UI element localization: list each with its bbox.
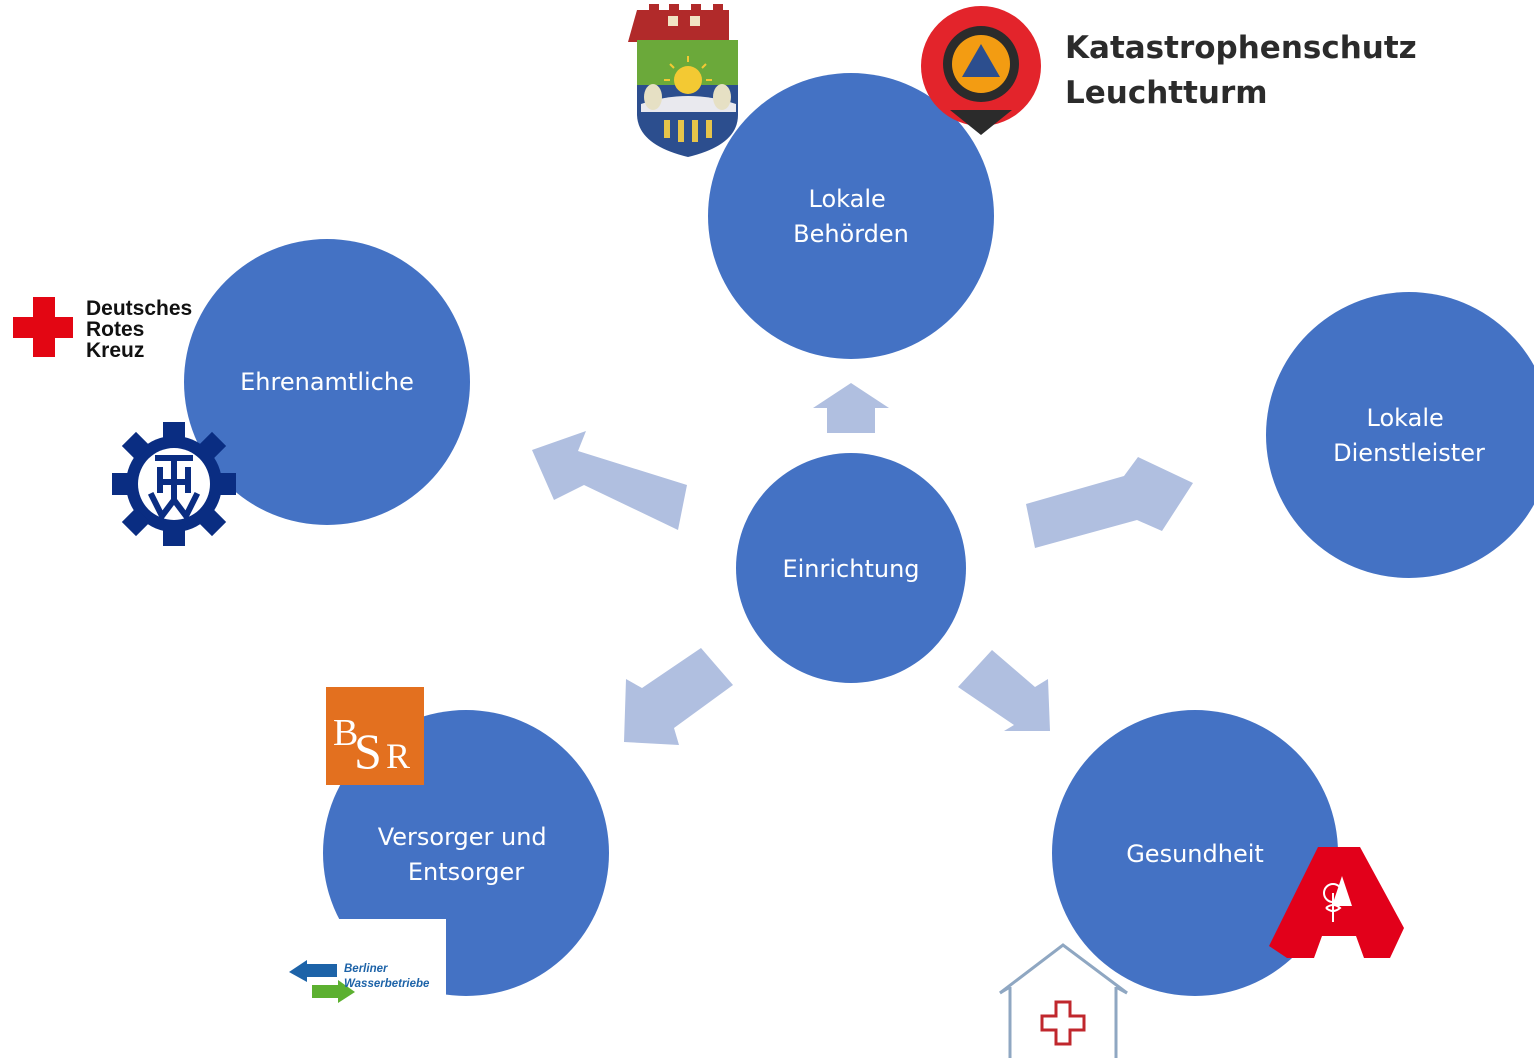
drk-line-1: Deutsches bbox=[86, 297, 192, 320]
drk-logo: Deutsches Rotes Kreuz bbox=[13, 297, 198, 362]
house-cross-icon bbox=[999, 943, 1128, 1058]
thw-logo bbox=[112, 422, 236, 546]
bsr-letter-s: S bbox=[354, 723, 382, 779]
drk-line-2: Rotes bbox=[86, 318, 144, 341]
red-cross-icon bbox=[13, 297, 73, 357]
dienstleister-label: Lokale Dienstleister bbox=[1333, 404, 1485, 467]
map-pin-triangle-icon bbox=[921, 6, 1041, 135]
bsr-letter-b: B bbox=[333, 712, 358, 754]
wasserbetriebe-line-2: Wasserbetriebe bbox=[344, 978, 430, 990]
dienstleister-label-line-2: Dienstleister bbox=[1333, 439, 1485, 467]
katastrophenschutz-text: Katastrophenschutz Leuchtturm bbox=[1065, 30, 1428, 111]
katastrophenschutz-line-2: Leuchtturm bbox=[1065, 75, 1268, 111]
arrows bbox=[532, 383, 1193, 745]
versorger-label: Versorger und Entsorger bbox=[378, 823, 555, 886]
ehrenamtliche-label-line: Ehrenamtliche bbox=[240, 368, 414, 396]
versorger-label-line-2: Entsorger bbox=[408, 858, 524, 886]
arrow-lower-right bbox=[958, 650, 1050, 731]
arrow-upper-left bbox=[532, 431, 687, 530]
node-ehrenamtliche bbox=[184, 239, 470, 525]
bsr-letter-r: R bbox=[386, 736, 410, 776]
dienstleister-label-line-1: Lokale bbox=[1367, 404, 1444, 432]
katastrophenschutz-logo: Katastrophenschutz Leuchtturm bbox=[921, 6, 1428, 135]
katastrophenschutz-line-1: Katastrophenschutz bbox=[1065, 30, 1417, 66]
pharmacy-a-icon bbox=[1269, 847, 1404, 958]
double-arrow-icon bbox=[289, 960, 355, 1003]
arrow-upper-right bbox=[1026, 457, 1193, 548]
berlin-district-coat-of-arms-icon bbox=[628, 4, 738, 157]
versorger-label-line-1: Versorger und bbox=[378, 823, 547, 851]
wasserbetriebe-line-1: Berliner bbox=[344, 963, 388, 975]
node-center bbox=[736, 453, 966, 683]
arrow-lower-left bbox=[624, 648, 733, 745]
drk-line-3: Kreuz bbox=[86, 339, 144, 362]
node-labels: Einrichtung Lokale Behörden Ehrenamtlich… bbox=[240, 185, 1485, 886]
wasserbetriebe-logo-background bbox=[280, 919, 446, 999]
node-dienstleister bbox=[1266, 292, 1534, 578]
gesundheit-label-line: Gesundheit bbox=[1126, 840, 1264, 868]
arrow-up bbox=[813, 383, 889, 433]
behoerden-label: Lokale Behörden bbox=[793, 185, 909, 248]
gesundheit-label: Gesundheit bbox=[1126, 840, 1264, 868]
wasserbetriebe-logo: Berliner Wasserbetriebe bbox=[289, 960, 430, 1003]
node-gesundheit bbox=[1052, 710, 1338, 996]
behoerden-label-line-2: Behörden bbox=[793, 220, 909, 248]
ehrenamtliche-label: Ehrenamtliche bbox=[240, 368, 414, 396]
node-behoerden bbox=[708, 73, 994, 359]
center-label: Einrichtung bbox=[782, 555, 919, 583]
center-label-line: Einrichtung bbox=[782, 555, 919, 583]
behoerden-label-line-1: Lokale bbox=[809, 185, 886, 213]
bsr-logo: B S R bbox=[326, 687, 424, 785]
drk-text: Deutsches Rotes Kreuz bbox=[86, 297, 198, 362]
wasserbetriebe-text: Berliner Wasserbetriebe bbox=[344, 963, 430, 990]
